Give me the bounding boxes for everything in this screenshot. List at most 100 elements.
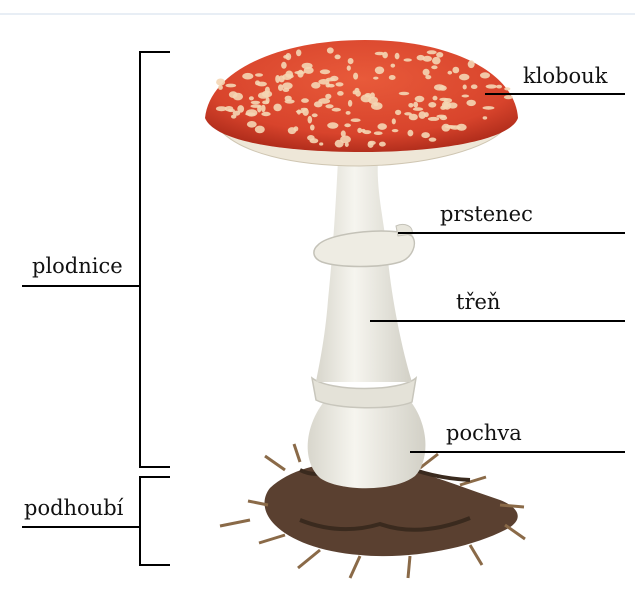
cap-spot: [310, 125, 315, 131]
stem: [316, 160, 412, 382]
cap-spot: [351, 118, 361, 122]
cap-spot: [325, 104, 333, 108]
cap-spot: [483, 116, 488, 119]
cap-spot: [261, 112, 270, 116]
cap-spot: [255, 73, 263, 76]
cap-spot: [307, 135, 315, 141]
cap-spot: [463, 85, 467, 90]
cap-spot: [225, 84, 236, 88]
cap-spot: [336, 82, 344, 86]
cap-spot: [348, 58, 354, 64]
cap-spot: [335, 55, 341, 60]
cap-spot: [345, 142, 349, 147]
cap-spot: [444, 98, 453, 103]
cap-spot: [379, 142, 386, 147]
cap-spot: [327, 122, 338, 128]
cap-spot: [448, 71, 453, 75]
cap-spot: [285, 71, 293, 78]
cap-spot: [257, 106, 261, 113]
cap-spot: [346, 111, 351, 115]
cap-spot: [428, 102, 436, 108]
cap-spot: [432, 57, 441, 65]
cap-spot: [249, 96, 254, 100]
cap-spot: [337, 91, 344, 96]
cap-spot: [275, 75, 280, 83]
cap-spot: [288, 127, 296, 134]
cap-spot: [353, 73, 358, 80]
cap-spot: [471, 84, 478, 89]
cap-spot: [486, 84, 497, 88]
cap-spot: [294, 71, 305, 74]
cap-spot: [218, 85, 223, 90]
cap-spot: [389, 75, 396, 80]
plodnice-bracket: [140, 52, 170, 467]
cap-spot: [312, 113, 318, 117]
cap-spot: [436, 52, 443, 58]
cap-spot: [395, 110, 401, 115]
cap-spot: [251, 101, 260, 104]
cap-spot: [216, 106, 227, 111]
cap-spot: [283, 55, 289, 59]
cap-spot: [341, 130, 346, 137]
cap-spot: [378, 123, 387, 130]
cap-spot: [368, 141, 374, 148]
cap-spot: [281, 62, 287, 69]
cap-spot: [262, 91, 272, 98]
cap-spot: [373, 77, 378, 80]
cap-spot: [480, 72, 490, 78]
cap-spot: [374, 131, 383, 135]
cap-spot: [415, 96, 425, 102]
cap-spot: [231, 115, 236, 119]
cap-spot: [216, 79, 225, 86]
cap-spot: [504, 87, 510, 90]
cap-spot: [392, 118, 396, 124]
cap-spot: [462, 95, 470, 98]
label-pochva: pochva: [446, 423, 522, 444]
cap-spot: [408, 103, 413, 108]
cap-spot: [229, 91, 238, 98]
cap-spot: [361, 129, 366, 133]
cap-spot: [442, 124, 451, 132]
cap-spot: [332, 108, 341, 112]
cap-spot: [399, 92, 410, 95]
cap-spot: [452, 67, 459, 74]
cap-spot: [320, 69, 330, 74]
cap-spot: [262, 101, 269, 105]
cap-spot: [318, 79, 329, 85]
label-podhoubi: podhoubí: [24, 498, 123, 519]
cap-spot: [404, 58, 412, 61]
cap-spot: [504, 95, 513, 99]
cap-spot: [436, 115, 446, 118]
cap-spot: [421, 132, 430, 138]
cap-spot: [391, 64, 396, 68]
cap-spot: [255, 126, 265, 134]
cap-spot: [413, 102, 418, 108]
cap-spot: [423, 69, 430, 76]
cap-spot: [227, 109, 235, 112]
cap-spot: [296, 49, 301, 56]
cap-spot: [355, 91, 361, 97]
cap-spot: [285, 99, 295, 103]
cap-spot: [429, 138, 437, 142]
label-prstenec: prstenec: [440, 204, 533, 225]
cap-spot: [483, 106, 495, 110]
cap-spot: [242, 73, 253, 80]
label-plodnice: plodnice: [32, 256, 123, 277]
cap-spot: [347, 65, 351, 70]
cap-spot: [308, 116, 313, 124]
cap-spot: [434, 84, 445, 90]
cap-spot: [273, 104, 281, 112]
cap-spot: [459, 74, 469, 81]
cap-spot: [344, 123, 351, 127]
cap-spot: [319, 142, 323, 145]
cap-spot: [282, 82, 292, 89]
cap-spot: [301, 98, 309, 103]
label-tren: třeň: [456, 292, 500, 313]
cap-spot: [261, 105, 266, 112]
cap-spot: [456, 124, 466, 131]
volva-rings: [312, 378, 416, 408]
cap-spot: [409, 114, 418, 121]
cap-spot: [431, 65, 437, 69]
cap-spot: [348, 100, 352, 107]
